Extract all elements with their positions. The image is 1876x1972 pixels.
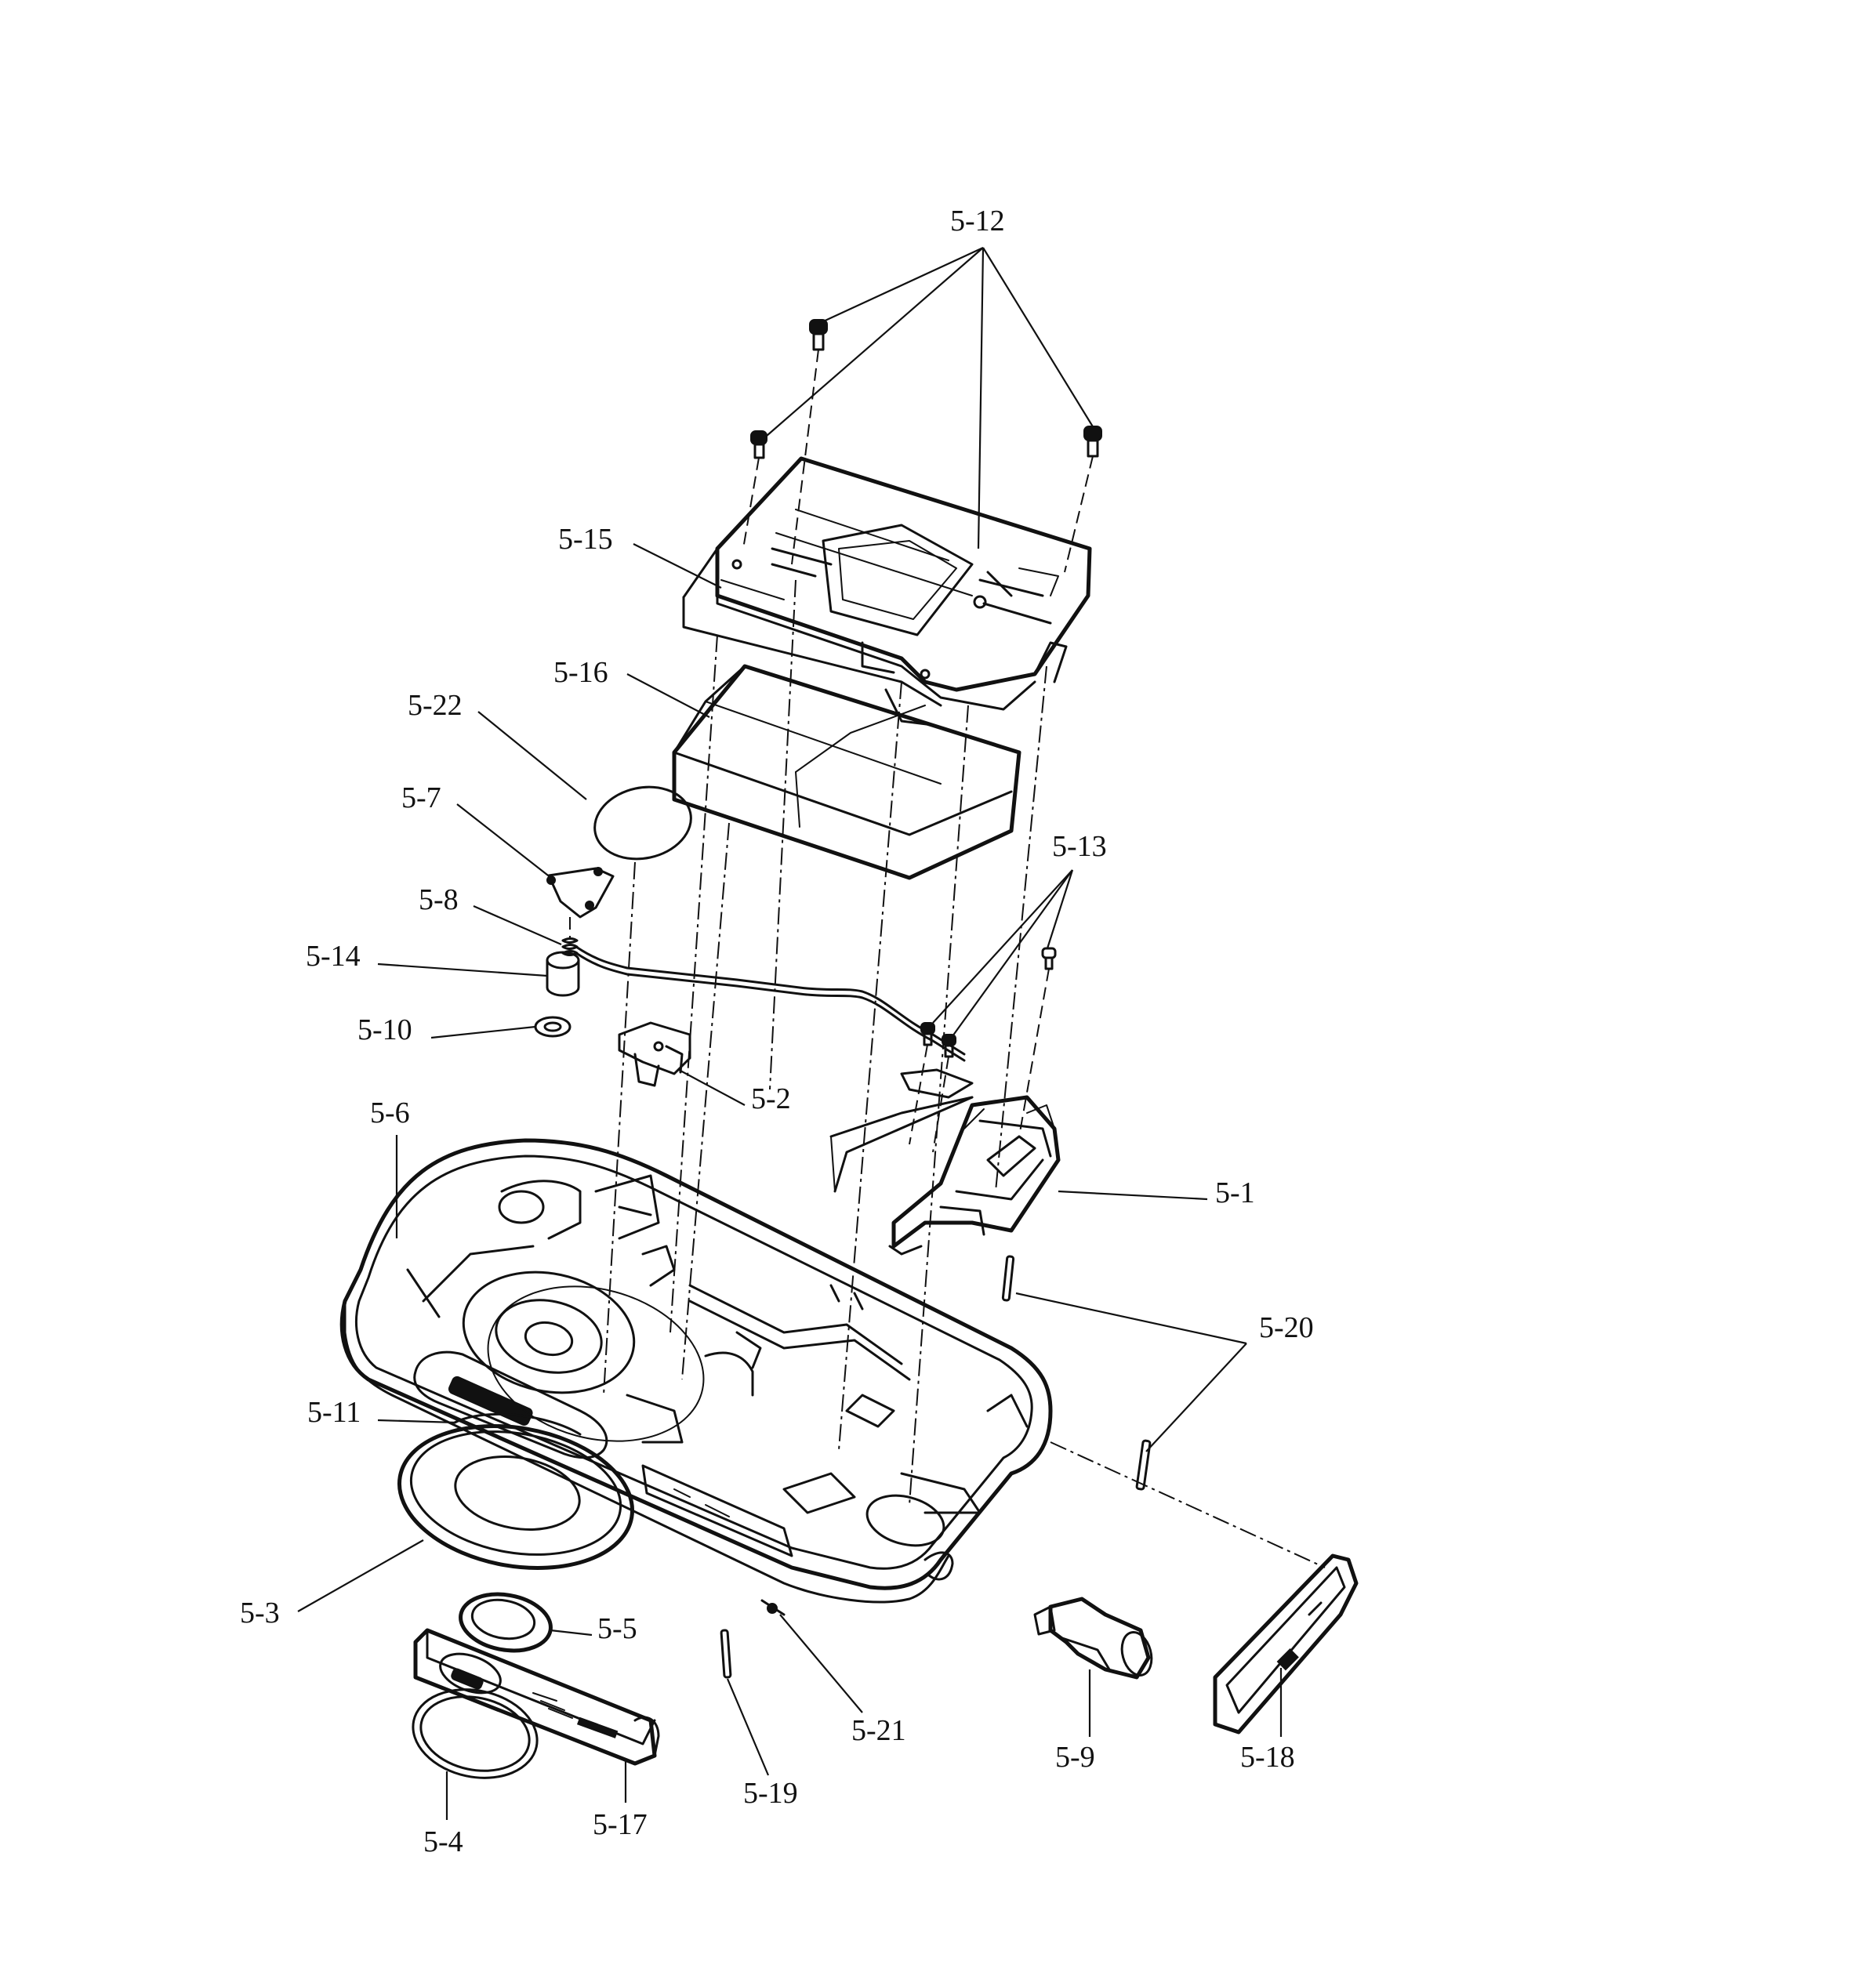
label-5-19: 5-19 — [743, 1777, 798, 1810]
ring-5-11 — [453, 1412, 582, 1436]
label-5-22: 5-22 — [408, 689, 463, 722]
leader-5-21 — [779, 1614, 863, 1713]
label-5-16: 5-16 — [553, 656, 608, 689]
roller-5-14 — [546, 951, 580, 997]
metal-bracket-5-15 — [682, 456, 1092, 711]
screw-axis-line — [791, 349, 819, 565]
leader-5-12-c — [982, 247, 1094, 429]
leader-5-12-a — [819, 247, 984, 324]
screw-5-12-b — [750, 430, 767, 459]
leader-5-8 — [473, 904, 562, 946]
label-5-13: 5-13 — [1052, 830, 1107, 863]
screw-5-13-a — [1041, 947, 1057, 970]
screw-5-12-a — [809, 319, 828, 351]
screw-5-13-b — [920, 1022, 935, 1046]
leader-5-12-d — [977, 247, 985, 549]
screw-5-21 — [760, 1599, 786, 1616]
leader-5-16 — [626, 673, 710, 718]
cover-plate-5-17 — [413, 1628, 660, 1766]
side-panel-5-18 — [1213, 1553, 1359, 1735]
screw-5-12-c — [1083, 426, 1102, 458]
label-5-8: 5-8 — [419, 883, 459, 916]
ring-5-4 — [412, 1688, 539, 1779]
label-5-5: 5-5 — [597, 1612, 637, 1645]
screw-axis-line — [1018, 968, 1050, 1137]
hinge-bracket-5-2 — [618, 1021, 691, 1087]
leader-5-10 — [430, 1025, 536, 1039]
label-5-18: 5-18 — [1240, 1741, 1295, 1774]
label-5-4: 5-4 — [423, 1825, 463, 1858]
assembly-guide-line — [669, 634, 718, 1333]
leader-5-2 — [678, 1069, 746, 1106]
leader-5-5 — [550, 1629, 593, 1637]
leader-5-15 — [633, 543, 722, 589]
leader-5-11 — [377, 1419, 457, 1424]
pin-5-19 — [720, 1629, 732, 1679]
pin-5-20-b — [1135, 1439, 1152, 1491]
assembly-guide-line — [681, 822, 730, 1380]
label-5-3: 5-3 — [240, 1597, 280, 1629]
leader-5-1 — [1058, 1190, 1208, 1201]
leader-5-20-a — [1015, 1292, 1247, 1345]
pin-5-20-a — [1001, 1255, 1015, 1302]
assembly-guide-line — [769, 579, 796, 1090]
screw-5-13-c — [942, 1034, 956, 1058]
main-housing-5-6 — [339, 1138, 1053, 1604]
spring-5-8 — [561, 917, 579, 956]
leader-5-7 — [456, 803, 552, 879]
label-5-10: 5-10 — [357, 1013, 412, 1046]
round-sheet-5-22 — [593, 785, 692, 861]
flex-cable — [575, 945, 974, 1193]
screw-axis-line — [742, 457, 760, 549]
label-5-9: 5-9 — [1055, 1741, 1095, 1774]
label-5-11: 5-11 — [307, 1396, 361, 1429]
assembly-guide-line — [603, 861, 636, 1396]
label-5-1: 5-1 — [1215, 1176, 1255, 1209]
battery-panel-5-16 — [672, 664, 1021, 880]
leader-5-20-b — [1145, 1343, 1247, 1452]
label-5-2: 5-2 — [751, 1082, 791, 1115]
label-5-6: 5-6 — [370, 1097, 410, 1129]
label-5-12: 5-12 — [950, 205, 1005, 237]
label-5-20: 5-20 — [1259, 1311, 1314, 1344]
label-5-7: 5-7 — [401, 781, 441, 814]
connector-5-9 — [1033, 1597, 1153, 1680]
side-panel-guide-line — [1050, 1441, 1326, 1568]
screw-axis-line — [1064, 455, 1094, 573]
leader-5-3 — [297, 1539, 424, 1612]
leader-5-14 — [377, 962, 548, 977]
leader-5-12-b — [766, 247, 984, 437]
screw-axis-line — [909, 1044, 928, 1145]
label-5-21: 5-21 — [851, 1714, 906, 1747]
assembly-guide-line — [995, 665, 1047, 1192]
washer-5-10 — [534, 1016, 572, 1038]
assembly-guide-line — [838, 681, 902, 1451]
triangle-plate-5-7 — [546, 867, 615, 919]
lens-disc-5-3 — [397, 1424, 635, 1570]
leader-5-13-b — [952, 869, 1073, 1037]
label-5-15: 5-15 — [558, 523, 613, 556]
label-5-14: 5-14 — [306, 940, 361, 973]
screw-axis-line — [932, 1056, 949, 1153]
leader-5-22 — [477, 711, 587, 800]
latch-module-5-1 — [888, 1095, 1061, 1256]
leader-5-13-c — [932, 869, 1073, 1024]
leader-5-13-a — [1046, 869, 1074, 949]
leader-5-19 — [726, 1678, 770, 1776]
label-5-17: 5-17 — [593, 1808, 648, 1841]
